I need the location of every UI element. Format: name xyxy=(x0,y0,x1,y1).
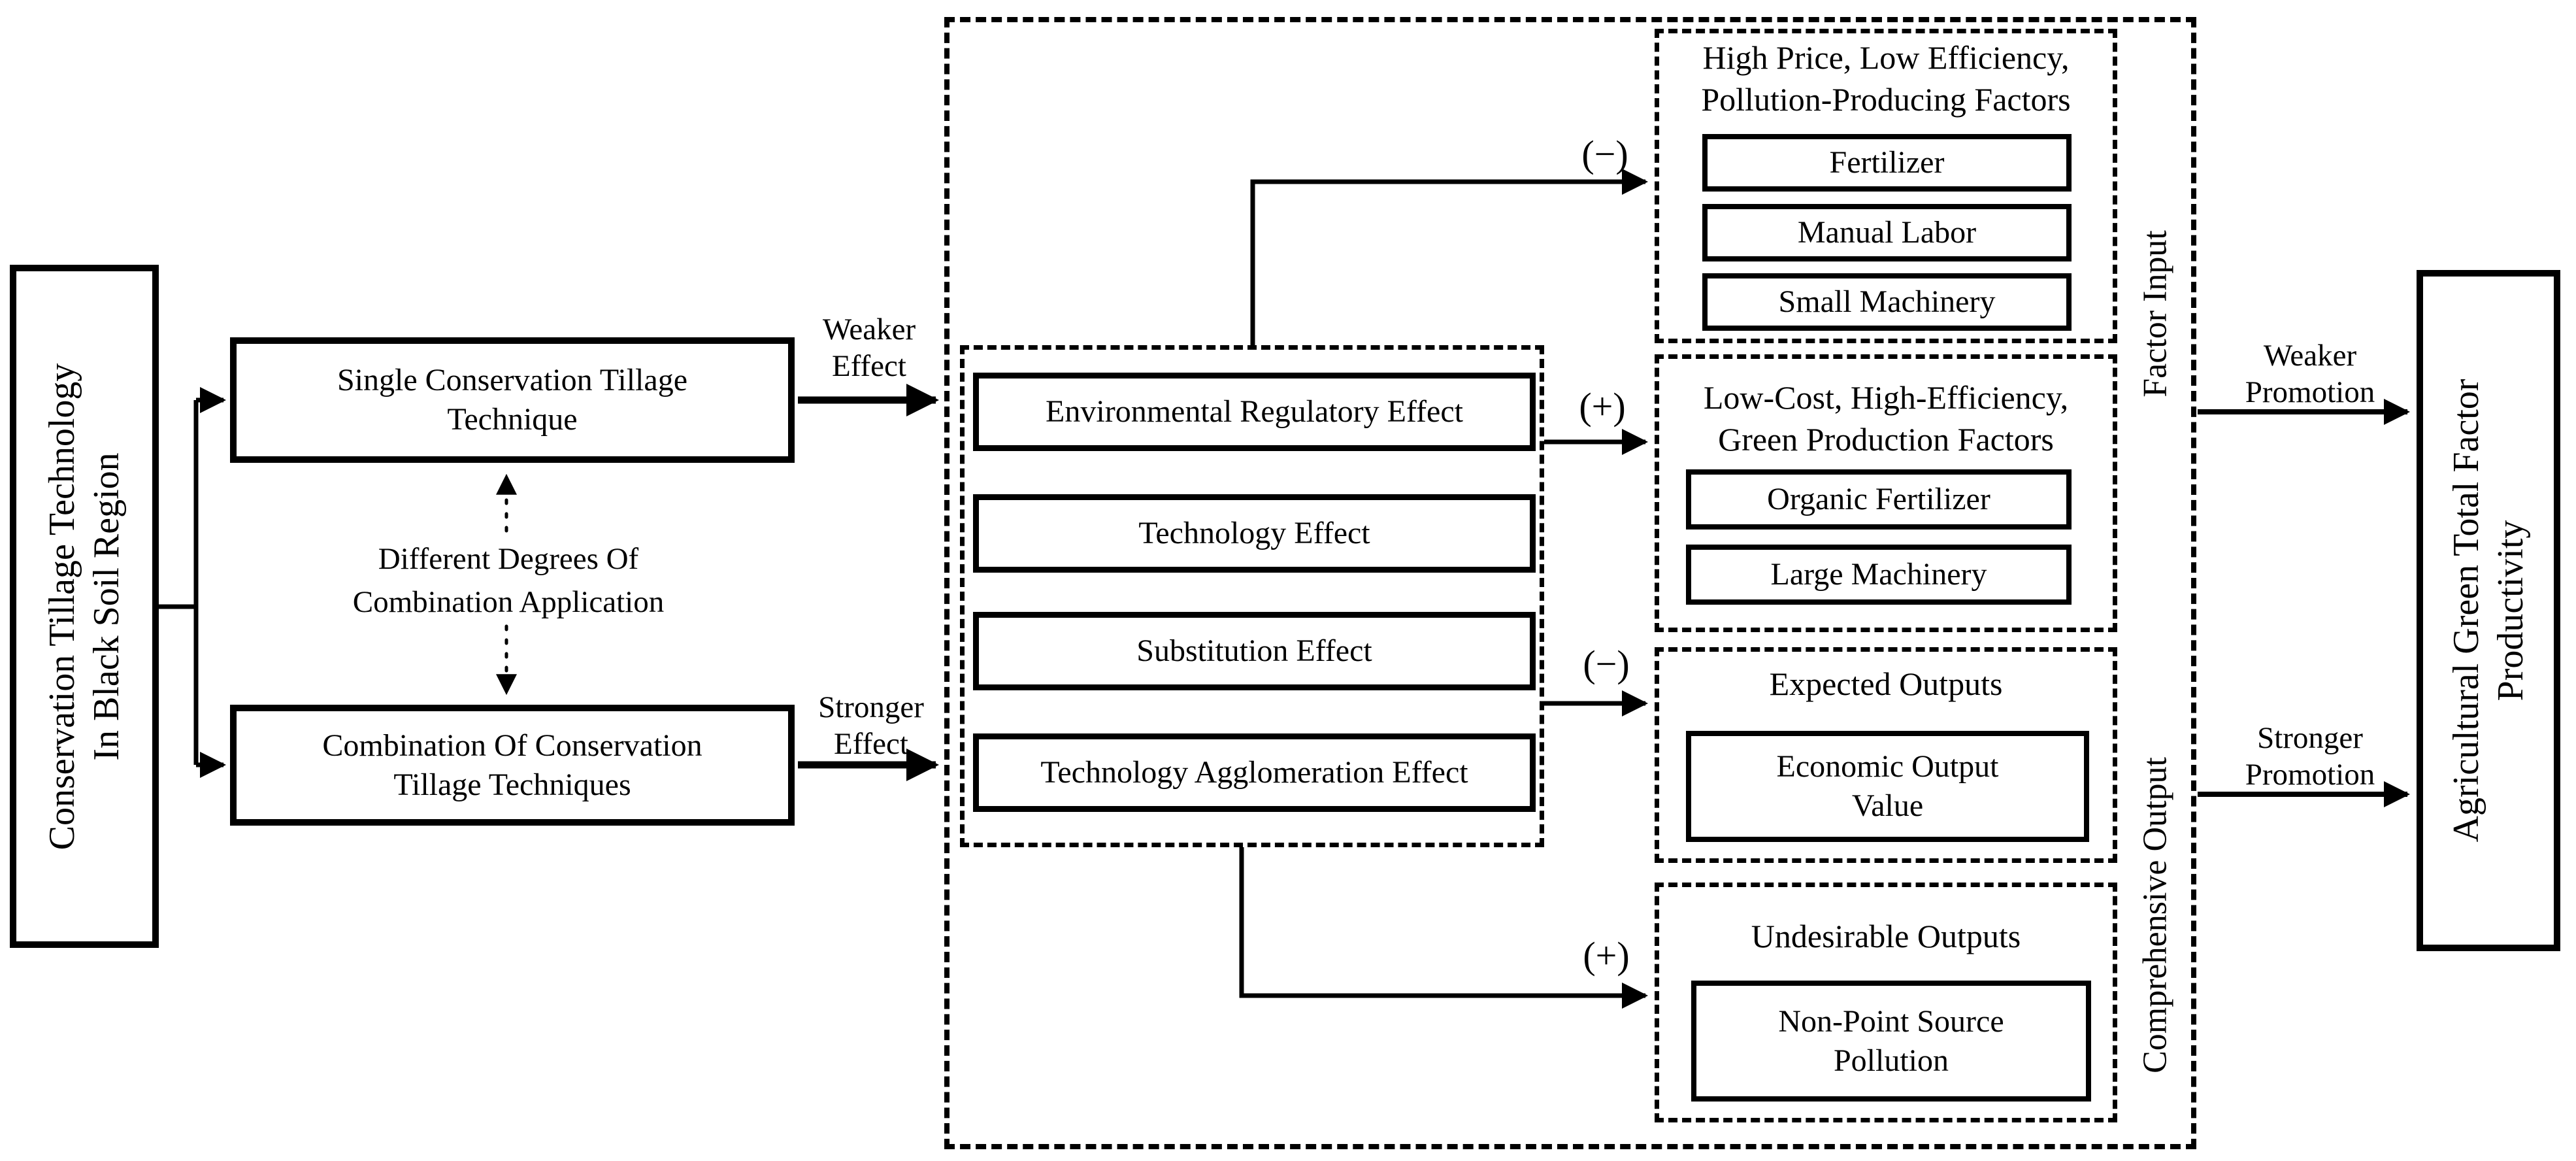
node-technology-agglomeration-effect: Technology Agglomeration Effect xyxy=(973,733,1536,812)
effects-dashed-box xyxy=(960,345,1544,847)
node-source-label: Conservation Tillage Technology In Black… xyxy=(42,363,127,850)
label-weaker-promotion: Weaker Promotion xyxy=(2245,339,2375,409)
label-stronger-promotion: Stronger Promotion xyxy=(2245,721,2375,792)
node-single-technique: Single Conservation Tillage Technique xyxy=(230,337,795,463)
group-high-price-factors xyxy=(1655,29,2117,343)
node-manual-labor: Manual Labor xyxy=(1702,204,2072,261)
label-factor-input: Factor Input xyxy=(2136,230,2174,397)
node-environmental-regulatory-effect: Environmental Regulatory Effect xyxy=(973,373,1536,451)
label-different-degrees: Different Degrees Of Combination Applica… xyxy=(352,542,665,619)
node-target-agtfp: Agricultural Green Total Factor Producti… xyxy=(2417,270,2560,951)
node-technology-effect: Technology Effect xyxy=(973,494,1536,573)
node-fertilizer: Fertilizer xyxy=(1702,134,2072,192)
label-stronger-effect: Stronger Effect xyxy=(818,690,924,761)
group-undesirable-outputs xyxy=(1655,883,2117,1122)
group-expected-title: Expected Outputs xyxy=(1769,665,2003,702)
group-expected-outputs xyxy=(1655,647,2117,863)
sign-plus-undesirable: (+) xyxy=(1583,934,1630,977)
group-high-price-title: High Price, Low Efficiency, Pollution-Pr… xyxy=(1701,39,2071,118)
mechanism-outer-dashed-box xyxy=(944,17,2196,1149)
group-undesirable-title: Undesirable Outputs xyxy=(1751,918,2021,954)
sign-plus-low-cost: (+) xyxy=(1579,385,1626,428)
node-target-label: Agricultural Green Total Factor Producti… xyxy=(2446,379,2531,843)
node-small-machinery: Small Machinery xyxy=(1702,273,2072,331)
label-comprehensive-output: Comprehensive Output xyxy=(2136,757,2174,1073)
group-low-cost-title: Low-Cost, High-Efficiency, Green Product… xyxy=(1703,379,2069,458)
label-weaker-effect: Weaker Effect xyxy=(822,312,916,383)
group-low-cost-factors xyxy=(1655,354,2117,632)
sign-minus-expected: (−) xyxy=(1583,643,1630,685)
node-non-point-source-pollution: Non-Point Source Pollution xyxy=(1691,981,2091,1102)
node-large-machinery: Large Machinery xyxy=(1686,545,2072,605)
sign-minus-high-price: (−) xyxy=(1581,133,1628,175)
node-substitution-effect: Substitution Effect xyxy=(973,612,1536,690)
node-organic-fertilizer: Organic Fertilizer xyxy=(1686,469,2072,530)
node-combination-techniques: Combination Of Conservation Tillage Tech… xyxy=(230,705,795,826)
node-economic-output-value: Economic Output Value xyxy=(1686,731,2089,842)
node-source-black-soil-region: Conservation Tillage Technology In Black… xyxy=(10,265,159,948)
